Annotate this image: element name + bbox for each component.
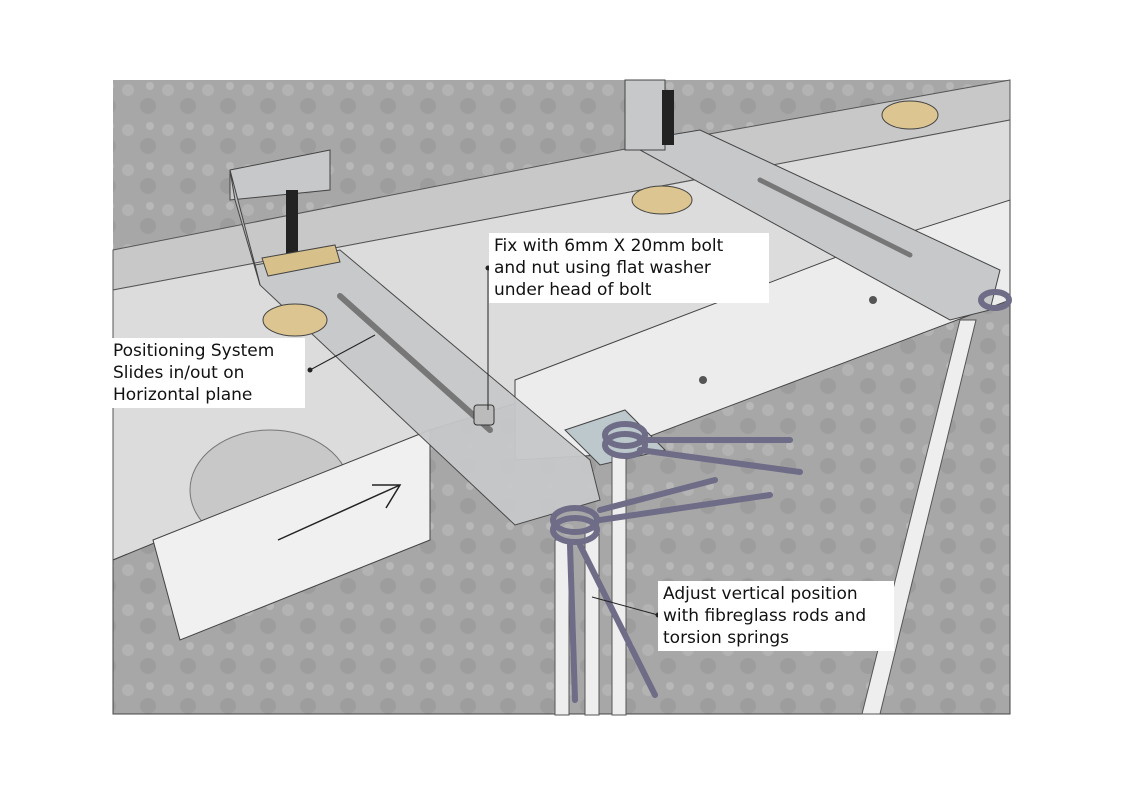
annotation-line: under head of bolt <box>494 280 652 300</box>
front-plate <box>152 429 431 641</box>
torsion-springs <box>550 289 1012 703</box>
bolt-head <box>473 404 495 426</box>
direction-arrow-icon <box>372 484 402 509</box>
annotation-line: Slides in/out on <box>113 363 245 383</box>
annotation-line: with fibreglass rods and <box>663 606 867 626</box>
back-ledge <box>112 79 1011 291</box>
annotation-line: torsion springs <box>663 628 789 648</box>
annotation-line: Fix with 6mm X 20mm bolt <box>494 236 724 256</box>
positioning-annotation: Positioning System Slides in/out on Hori… <box>108 338 305 408</box>
bolt-fix-annotation: Fix with 6mm X 20mm bolt and nut using f… <box>489 233 769 303</box>
annotation-line: Adjust vertical position <box>663 584 858 604</box>
annotation-line: Positioning System <box>113 341 275 361</box>
vertical-adjust-annotation: Adjust vertical position with fibreglass… <box>658 581 894 651</box>
annotation-line: and nut using flat washer <box>494 258 711 278</box>
annotation-line: Horizontal plane <box>113 385 253 405</box>
wooden-foot <box>262 303 328 337</box>
